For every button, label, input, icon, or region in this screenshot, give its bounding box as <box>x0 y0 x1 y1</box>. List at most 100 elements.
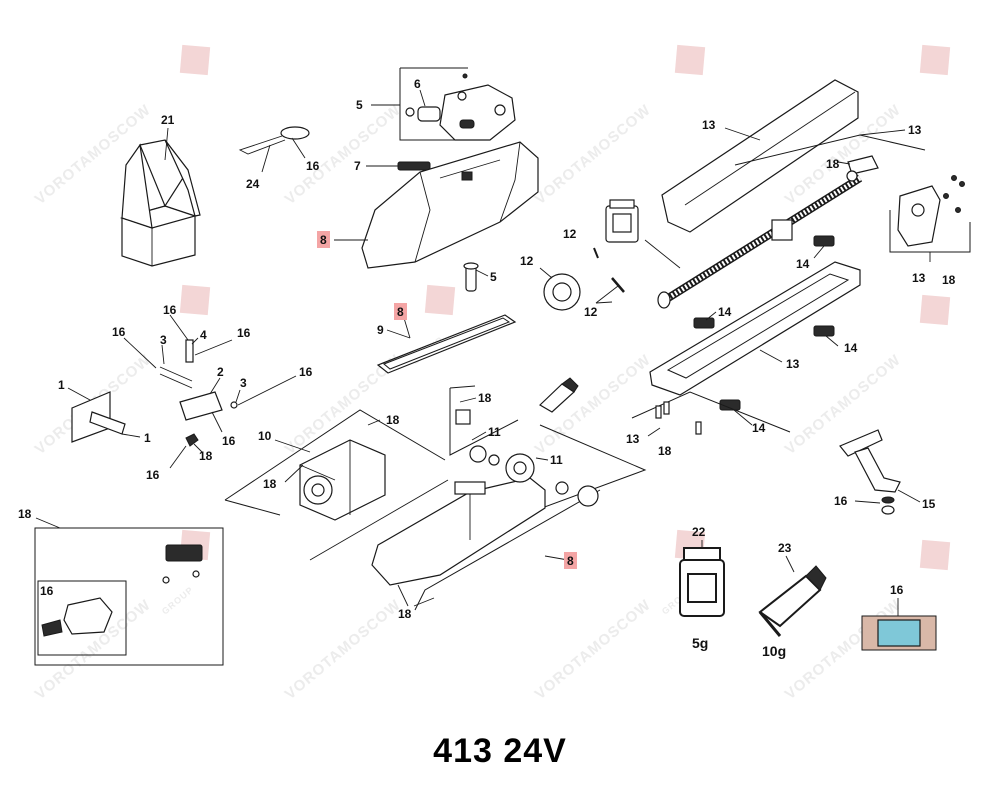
callout-11b: 11 <box>550 453 563 467</box>
callout-16h: 16 <box>40 584 54 598</box>
part-13-top-cover <box>661 79 859 233</box>
grease-tube-caption: 10g <box>762 643 786 659</box>
callout-12c: 12 <box>584 305 598 319</box>
callout-8b: 8 <box>397 305 404 319</box>
callout-3b: 3 <box>240 376 247 390</box>
watermark-logo <box>919 539 951 571</box>
watermark-text: VOROTAMOSCOW <box>282 101 405 208</box>
part-5-drive-pin <box>463 262 489 292</box>
part-18-electrical-kit-frame <box>34 517 224 666</box>
part-13-base-rail <box>649 261 861 396</box>
part-15-rear-bracket <box>839 429 921 503</box>
callout-18c: 18 <box>386 413 400 427</box>
callout-13c: 13 <box>912 271 926 285</box>
part-23-grease-tube <box>758 555 827 637</box>
watermark-text: VOROTAMOSCOW <box>282 596 405 703</box>
watermark-logo <box>179 44 211 76</box>
callout-4: 4 <box>200 328 207 342</box>
callout-18e: 18 <box>478 391 492 405</box>
part-8-lower-housing-frame <box>309 385 647 611</box>
callout-16g: 16 <box>146 468 160 482</box>
callout-2: 2 <box>217 365 224 379</box>
grease-jar-caption: 5g <box>692 635 708 651</box>
watermark-subtext: GROUP <box>160 584 196 616</box>
callout-16a: 16 <box>306 159 320 173</box>
callout-5a: 5 <box>356 98 363 112</box>
part-21-packaging-box <box>119 127 201 267</box>
part-16-seal-label <box>861 598 937 651</box>
part-1-mounting-bracket <box>67 387 141 443</box>
callout-9: 9 <box>377 323 384 337</box>
callout-16b: 16 <box>222 434 236 448</box>
callout-10: 10 <box>258 429 272 443</box>
callout-1a: 1 <box>58 378 65 392</box>
callout-14a: 14 <box>796 257 810 271</box>
part-22-grease-jar <box>679 540 725 617</box>
callout-8a-highlight <box>317 231 330 248</box>
part-11-gear-shaft <box>455 397 599 507</box>
model-title: 413 24V <box>433 732 567 770</box>
callout-18i: 18 <box>658 444 672 458</box>
callout-24: 24 <box>246 177 260 191</box>
part-grease-tube-small <box>539 377 579 413</box>
callout-11a: 11 <box>488 425 501 439</box>
part-13-lead-screw <box>657 174 863 309</box>
callout-18b: 18 <box>263 477 277 491</box>
part-18-nut-holder <box>837 155 879 182</box>
part-4-bolt <box>169 314 233 363</box>
watermark-logo <box>179 284 211 316</box>
watermark-logo <box>424 284 456 316</box>
watermark-logo <box>919 44 951 76</box>
part-13-end-cap-frame <box>889 210 971 262</box>
part-18-terminal-block <box>162 544 203 584</box>
callout-8c-highlight <box>564 552 577 569</box>
callout-14b: 14 <box>718 305 732 319</box>
part-2-arm-link <box>179 377 223 433</box>
part-10-motor-frame <box>224 409 446 516</box>
callout-16d: 16 <box>299 365 313 379</box>
part-3-pin <box>158 344 241 409</box>
part-10-electric-motor <box>284 419 386 521</box>
callout-21: 21 <box>161 113 175 127</box>
callout-12a: 12 <box>520 254 534 268</box>
watermark-logo <box>919 294 951 326</box>
part-16-washer-nut <box>854 496 895 515</box>
part-24-release-key <box>238 126 310 173</box>
part-9-gasket <box>376 314 517 374</box>
callout-16e: 16 <box>163 303 177 317</box>
callout-16i: 16 <box>834 494 848 508</box>
watermark-logo <box>674 44 706 76</box>
callout-13b: 13 <box>908 123 922 137</box>
part-13-end-cap <box>897 175 965 247</box>
callout-8a: 8 <box>320 233 327 247</box>
callout-18a: 18 <box>199 449 213 463</box>
callout-13a: 13 <box>702 118 716 132</box>
part-6-lock-cylinder <box>405 89 441 122</box>
callout-15: 15 <box>922 497 936 511</box>
part-5-top-cover-bracket <box>439 73 516 141</box>
watermark-text: VOROTAMOSCOW <box>782 351 905 458</box>
callout-18f: 18 <box>398 607 412 621</box>
callout-14d: 14 <box>752 421 766 435</box>
part-12-shaft-pin <box>593 247 625 304</box>
callout-16c: 16 <box>112 325 126 339</box>
part-7-terminal-strip <box>366 161 431 171</box>
callout-23: 23 <box>778 541 792 555</box>
callout-1b: 1 <box>144 431 151 445</box>
part-grease-jar-small <box>605 199 681 269</box>
part-5-bracket-frame <box>371 67 468 141</box>
callout-18d: 18 <box>18 507 32 521</box>
callout-13e: 13 <box>626 432 640 446</box>
callout-8b-highlight <box>394 303 407 320</box>
part-16-nut <box>169 433 203 469</box>
callout-3a: 3 <box>160 333 167 347</box>
callout-7: 7 <box>354 159 361 173</box>
part-16-junction-box <box>41 597 113 637</box>
callout-22: 22 <box>692 525 706 539</box>
part-14-slider-block <box>693 235 839 426</box>
part-13-rail-feet <box>631 391 791 437</box>
callout-16j: 16 <box>890 583 904 597</box>
part-8-upper-housing-cover <box>334 141 539 269</box>
callout-18h: 18 <box>942 273 956 287</box>
